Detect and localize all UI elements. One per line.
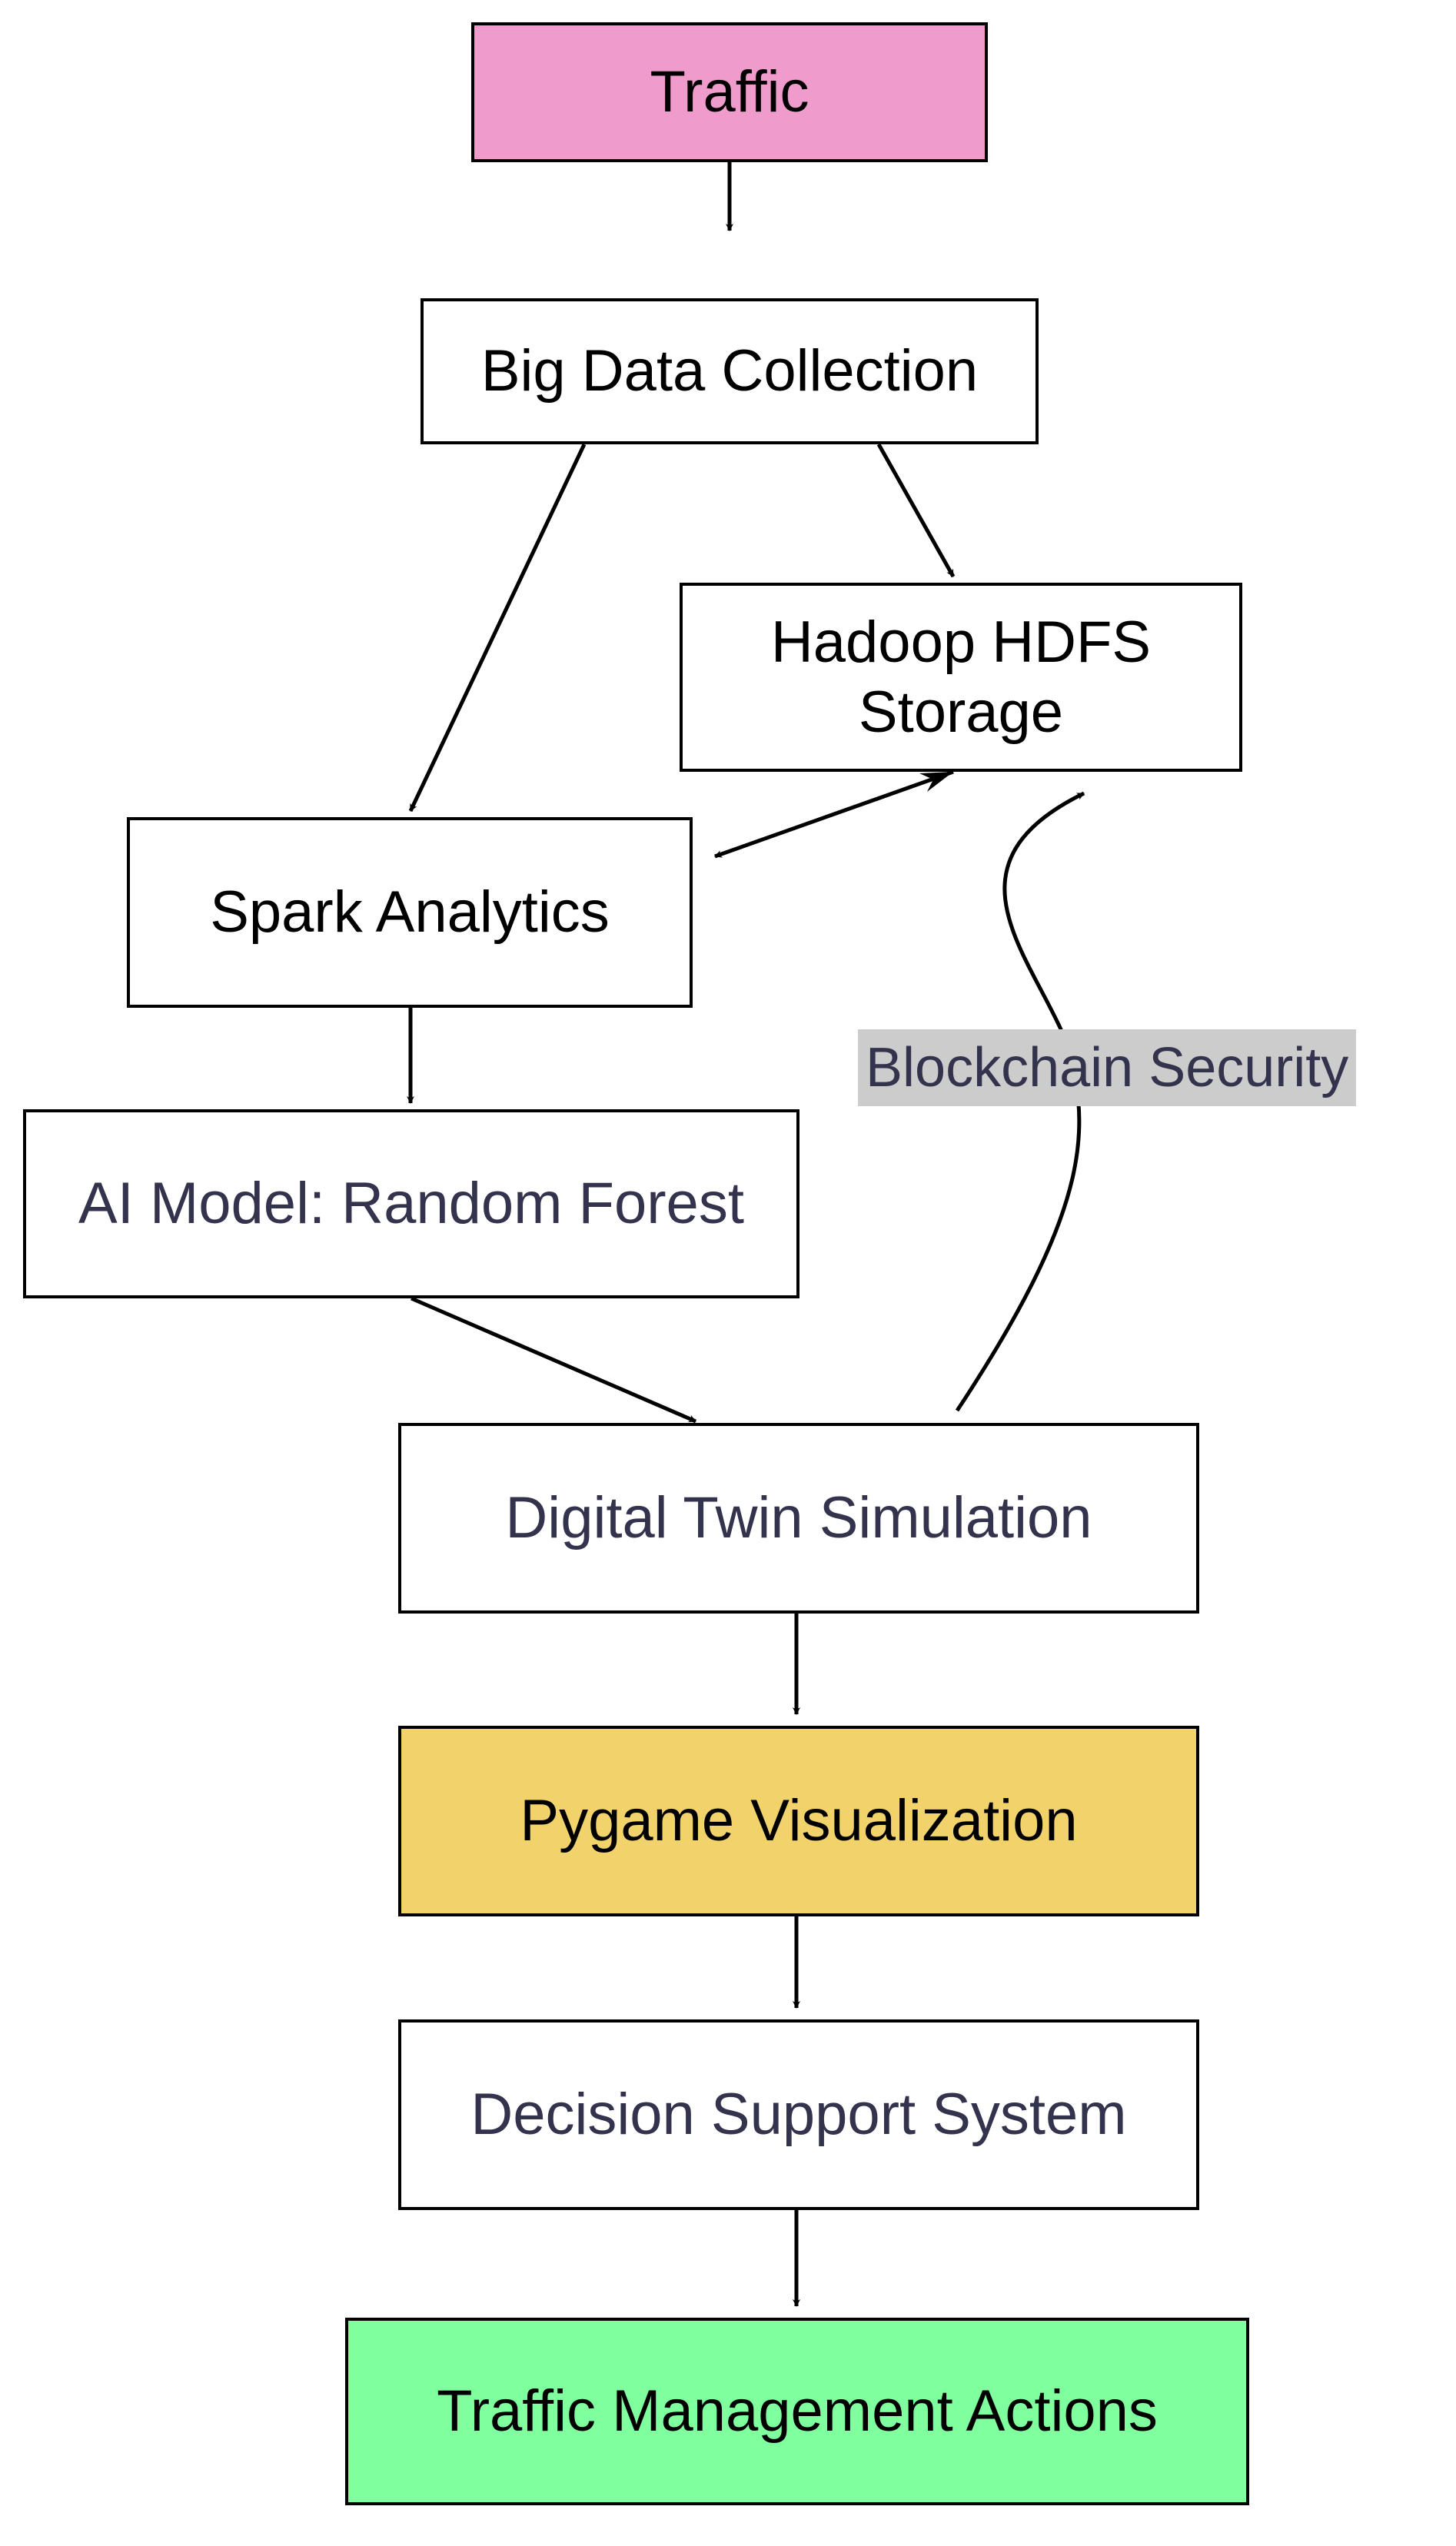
node-digital-twin-simulation-label: Digital Twin Simulation <box>505 1485 1092 1551</box>
edge-label-blockchain-security: Blockchain Security <box>858 1029 1357 1106</box>
node-ai-model: AI Model: Random Forest <box>23 1109 799 1298</box>
node-traffic: Traffic <box>471 22 988 162</box>
node-hadoop-hdfs-storage: Hadoop HDFS Storage <box>680 583 1242 772</box>
node-spark-analytics-label: Spark Analytics <box>210 879 610 946</box>
arrow-big-data-to-hadoop <box>876 443 956 578</box>
arrow-hadoop-to-spark <box>714 769 954 859</box>
node-pygame-visualization: Pygame Visualization <box>398 1726 1199 1916</box>
node-decision-support-system-label: Decision Support System <box>470 2082 1127 2148</box>
arrow-big-data-to-spark <box>408 443 587 813</box>
node-hadoop-label-line1: Hadoop HDFS <box>770 609 1152 675</box>
node-big-data-collection-label: Big Data Collection <box>480 338 979 404</box>
node-traffic-label: Traffic <box>650 59 809 125</box>
arrowhead-hadoop-end <box>919 772 953 792</box>
node-hadoop-label-line2: Storage <box>858 680 1064 745</box>
node-pygame-visualization-label: Pygame Visualization <box>520 1788 1078 1854</box>
node-traffic-management-actions: Traffic Management Actions <box>345 2318 1249 2505</box>
node-hadoop-hdfs-storage-label: Hadoop HDFS Storage <box>771 607 1151 747</box>
node-spark-analytics: Spark Analytics <box>127 817 693 1008</box>
node-ai-model-label: AI Model: Random Forest <box>78 1171 744 1237</box>
node-big-data-collection: Big Data Collection <box>421 298 1039 444</box>
node-decision-support-system: Decision Support System <box>398 2019 1199 2210</box>
node-traffic-management-actions-label: Traffic Management Actions <box>437 2378 1158 2445</box>
arrow-ai-model-to-digital-twin <box>411 1296 696 1424</box>
node-digital-twin-simulation: Digital Twin Simulation <box>398 1423 1199 1614</box>
